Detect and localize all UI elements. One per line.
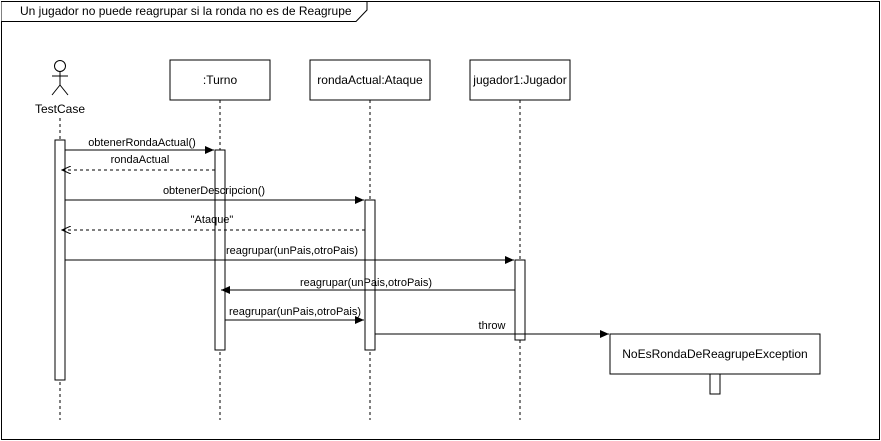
activation-testcase xyxy=(54,139,66,381)
exception-box xyxy=(609,333,821,375)
lifeline-turno-label: :Turno xyxy=(203,73,238,87)
actor-leg-right xyxy=(59,84,69,96)
lifeline-ronda-label: rondaActual:Ataque xyxy=(317,73,423,87)
actor-testcase xyxy=(51,60,69,96)
message-6-label: reagrupar(unPais,otroPais) xyxy=(300,277,432,289)
activation-jugador xyxy=(514,259,526,341)
lifeline-jugador-box xyxy=(469,59,571,101)
lifeline-ronda-box xyxy=(309,59,431,101)
message-5-label: reagrupar(unPais,otroPais) xyxy=(226,245,358,257)
lifeline-turno-box xyxy=(169,59,271,101)
exception-label: NoEsRondaDeReagrupeException xyxy=(622,347,807,361)
message-7-label: reagrupar(unPais,otroPais) xyxy=(229,306,361,318)
actor-leg-left xyxy=(51,84,61,96)
message-8-label: throw xyxy=(479,320,506,332)
message-4-label: "Ataque" xyxy=(191,214,234,226)
activation-turno xyxy=(214,149,226,351)
activation-ronda xyxy=(364,199,376,351)
actor-label: TestCase xyxy=(35,102,85,116)
message-1-label: obtenerRondaActual() xyxy=(88,137,196,149)
frame-title-tab xyxy=(1,1,368,22)
message-3-label: obtenerDescripcion() xyxy=(163,185,265,197)
actor-head xyxy=(54,60,66,72)
lifeline-jugador-label: jugador1:Jugador xyxy=(472,73,566,87)
exception-activation xyxy=(709,373,721,395)
frame-title: Un jugador no puede reagrupar si la rond… xyxy=(20,4,352,18)
message-2-label: rondaActual xyxy=(111,154,170,166)
